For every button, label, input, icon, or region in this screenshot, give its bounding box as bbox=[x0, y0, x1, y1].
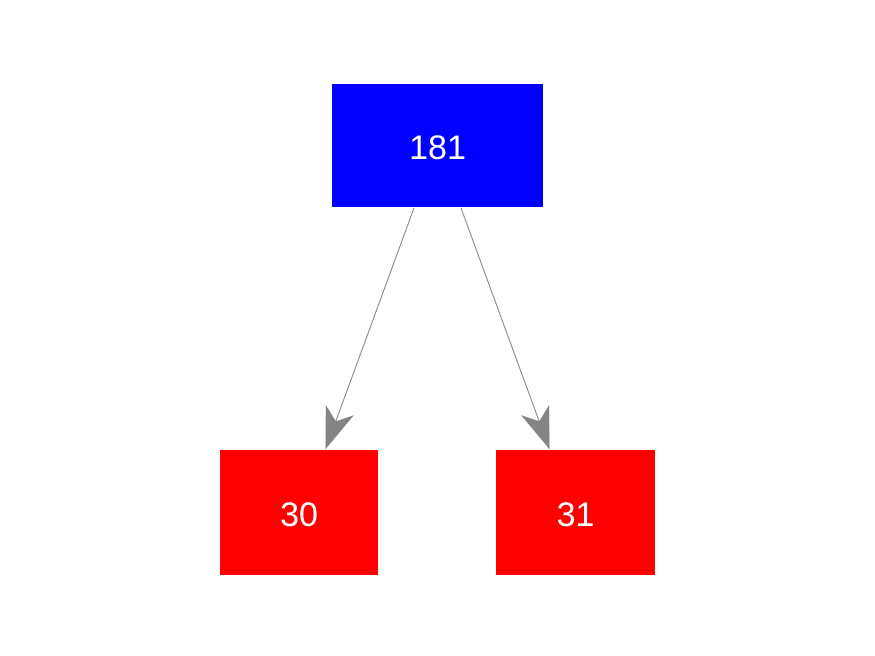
tree-node-right-child-label: 31 bbox=[556, 495, 595, 534]
tree-node-root-label: 181 bbox=[409, 128, 466, 167]
tree-node-root[interactable]: 181 bbox=[332, 84, 543, 207]
tree-node-left-child-label: 30 bbox=[280, 495, 318, 534]
tree-node-right-child[interactable]: 31 bbox=[496, 450, 655, 575]
edge-root-to-right-child bbox=[460, 207, 550, 450]
tree-node-left-child[interactable]: 30 bbox=[220, 450, 378, 575]
edge-root-to-left-child bbox=[325, 207, 415, 450]
